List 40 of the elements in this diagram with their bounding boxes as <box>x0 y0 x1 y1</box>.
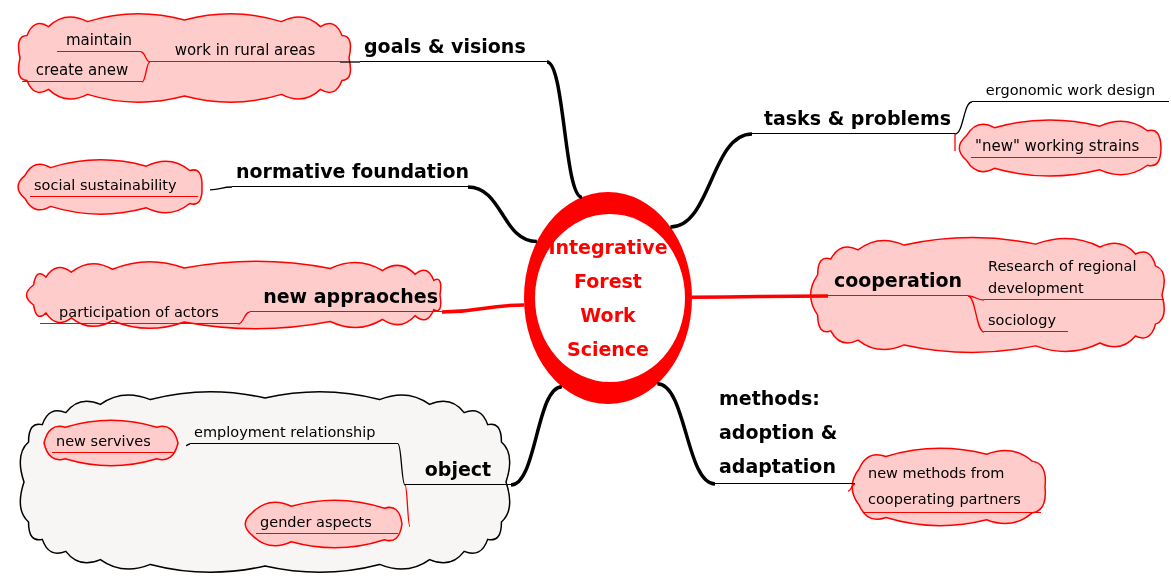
branch-line <box>967 295 985 333</box>
topic-label: new servives <box>52 430 174 453</box>
branch-line <box>397 443 406 486</box>
branch-line <box>847 483 856 492</box>
branch-label: object <box>405 454 511 485</box>
branch-line <box>967 295 985 301</box>
branch-line <box>185 443 191 447</box>
topic-label: new methods from cooperating partners <box>864 460 1041 513</box>
topic-label: gender aspects <box>256 511 398 534</box>
branch-line <box>954 133 956 152</box>
branch-line <box>339 61 361 63</box>
branch-line <box>510 385 563 487</box>
branch-line <box>467 185 538 244</box>
branch-line <box>140 51 151 63</box>
branch-label: tasks & problems <box>752 103 955 134</box>
branch-label: normative foundation <box>232 156 468 187</box>
central-topic-label: Integrative Forest Work Science <box>548 235 668 362</box>
branch-line <box>209 186 233 191</box>
topic-label: social sustainability <box>30 174 198 197</box>
topic-label: employment relationship <box>190 421 398 444</box>
branch-label: new appraoches <box>250 281 442 312</box>
topic-label: Research of regional development <box>984 255 1164 300</box>
topic-label: ergonomic work design <box>972 79 1169 102</box>
branch-line <box>237 311 251 325</box>
topic-label: maintain <box>57 29 141 52</box>
branch-label: cooperation <box>828 265 968 296</box>
branch-line <box>670 132 753 229</box>
branch-line <box>141 61 151 83</box>
branch-line <box>656 382 716 486</box>
topic-label: create anew <box>22 59 142 82</box>
topic-label: "new" working strains <box>971 135 1157 158</box>
topic-label: sociology <box>984 309 1068 332</box>
branch-line <box>404 484 411 528</box>
branch-line <box>954 101 973 135</box>
topic-label: work in rural areas <box>150 39 340 62</box>
branch-line <box>441 303 525 314</box>
topic-label: participation of actors <box>40 301 238 324</box>
branch-label: goals & visions <box>360 31 547 62</box>
branch-line <box>546 60 583 199</box>
branch-line <box>692 294 828 299</box>
